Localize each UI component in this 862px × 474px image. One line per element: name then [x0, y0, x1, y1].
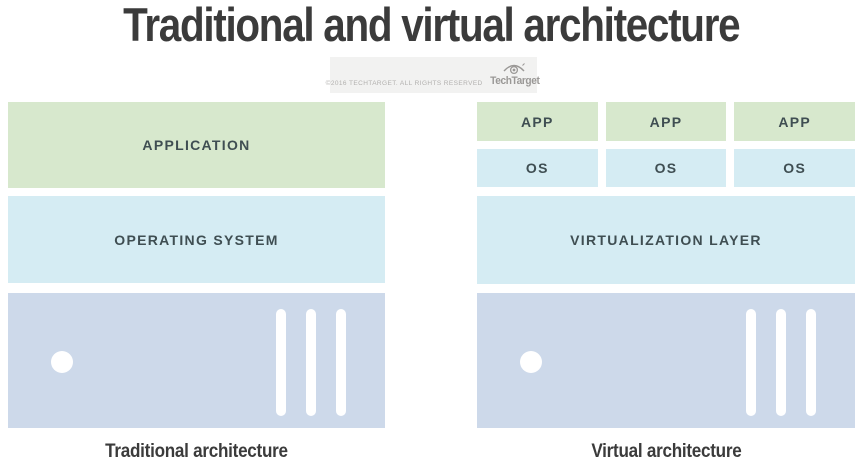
- app-label: APP: [778, 113, 812, 130]
- server-led-icon: [51, 351, 73, 373]
- techtarget-eye-icon: [503, 63, 526, 75]
- page-title: Traditional and virtual architecture: [0, 0, 862, 52]
- os-label: OS: [525, 160, 549, 176]
- application-layer-box: APPLICATION: [8, 102, 385, 188]
- techtarget-brand-text: TechTarget: [489, 75, 540, 87]
- virtual-app-row: APP APP APP: [477, 102, 856, 141]
- server-vent-bar-icon: [276, 309, 286, 416]
- virtual-os-row: OS OS OS: [477, 149, 856, 187]
- operating-system-layer-box: OPERATING SYSTEM: [8, 196, 385, 283]
- server-vent-bar-icon: [336, 309, 346, 416]
- server-vent-bar-icon: [776, 309, 786, 416]
- traditional-caption-text: Traditional architecture: [105, 441, 288, 462]
- page-title-text: Traditional and virtual architecture: [122, 0, 740, 51]
- copyright-text: ©2016 TECHTARGET. ALL RIGHTS RESERVED: [325, 80, 483, 87]
- virtual-architecture-caption: Virtual architecture: [477, 441, 855, 463]
- techtarget-logo: TechTarget: [488, 62, 542, 87]
- os-box: OS: [734, 149, 856, 187]
- virtualization-layer-box: VIRTUALIZATION LAYER: [477, 196, 855, 284]
- operating-system-layer-label: OPERATING SYSTEM: [114, 231, 279, 248]
- virtualization-layer-label: VIRTUALIZATION LAYER: [570, 232, 762, 248]
- app-label: APP: [520, 113, 554, 130]
- os-label: OS: [783, 160, 807, 176]
- app-box: APP: [734, 102, 856, 141]
- os-box: OS: [605, 149, 727, 187]
- virtual-caption-text: Virtual architecture: [590, 441, 742, 462]
- app-label: APP: [649, 113, 683, 130]
- app-box: APP: [605, 102, 727, 141]
- application-layer-label: APPLICATION: [142, 137, 251, 153]
- server-vent-bar-icon: [306, 309, 316, 416]
- os-label: OS: [654, 160, 678, 176]
- traditional-server-box: [8, 293, 385, 428]
- server-vent-bar-icon: [746, 309, 756, 416]
- os-box: OS: [477, 149, 598, 187]
- techtarget-watermark: ©2016 TECHTARGET. ALL RIGHTS RESERVED Te…: [326, 57, 540, 93]
- server-led-icon: [520, 351, 542, 373]
- server-vent-bar-icon: [806, 309, 816, 416]
- app-box: APP: [477, 102, 598, 141]
- virtual-server-box: [477, 293, 855, 428]
- traditional-architecture-caption: Traditional architecture: [8, 441, 385, 463]
